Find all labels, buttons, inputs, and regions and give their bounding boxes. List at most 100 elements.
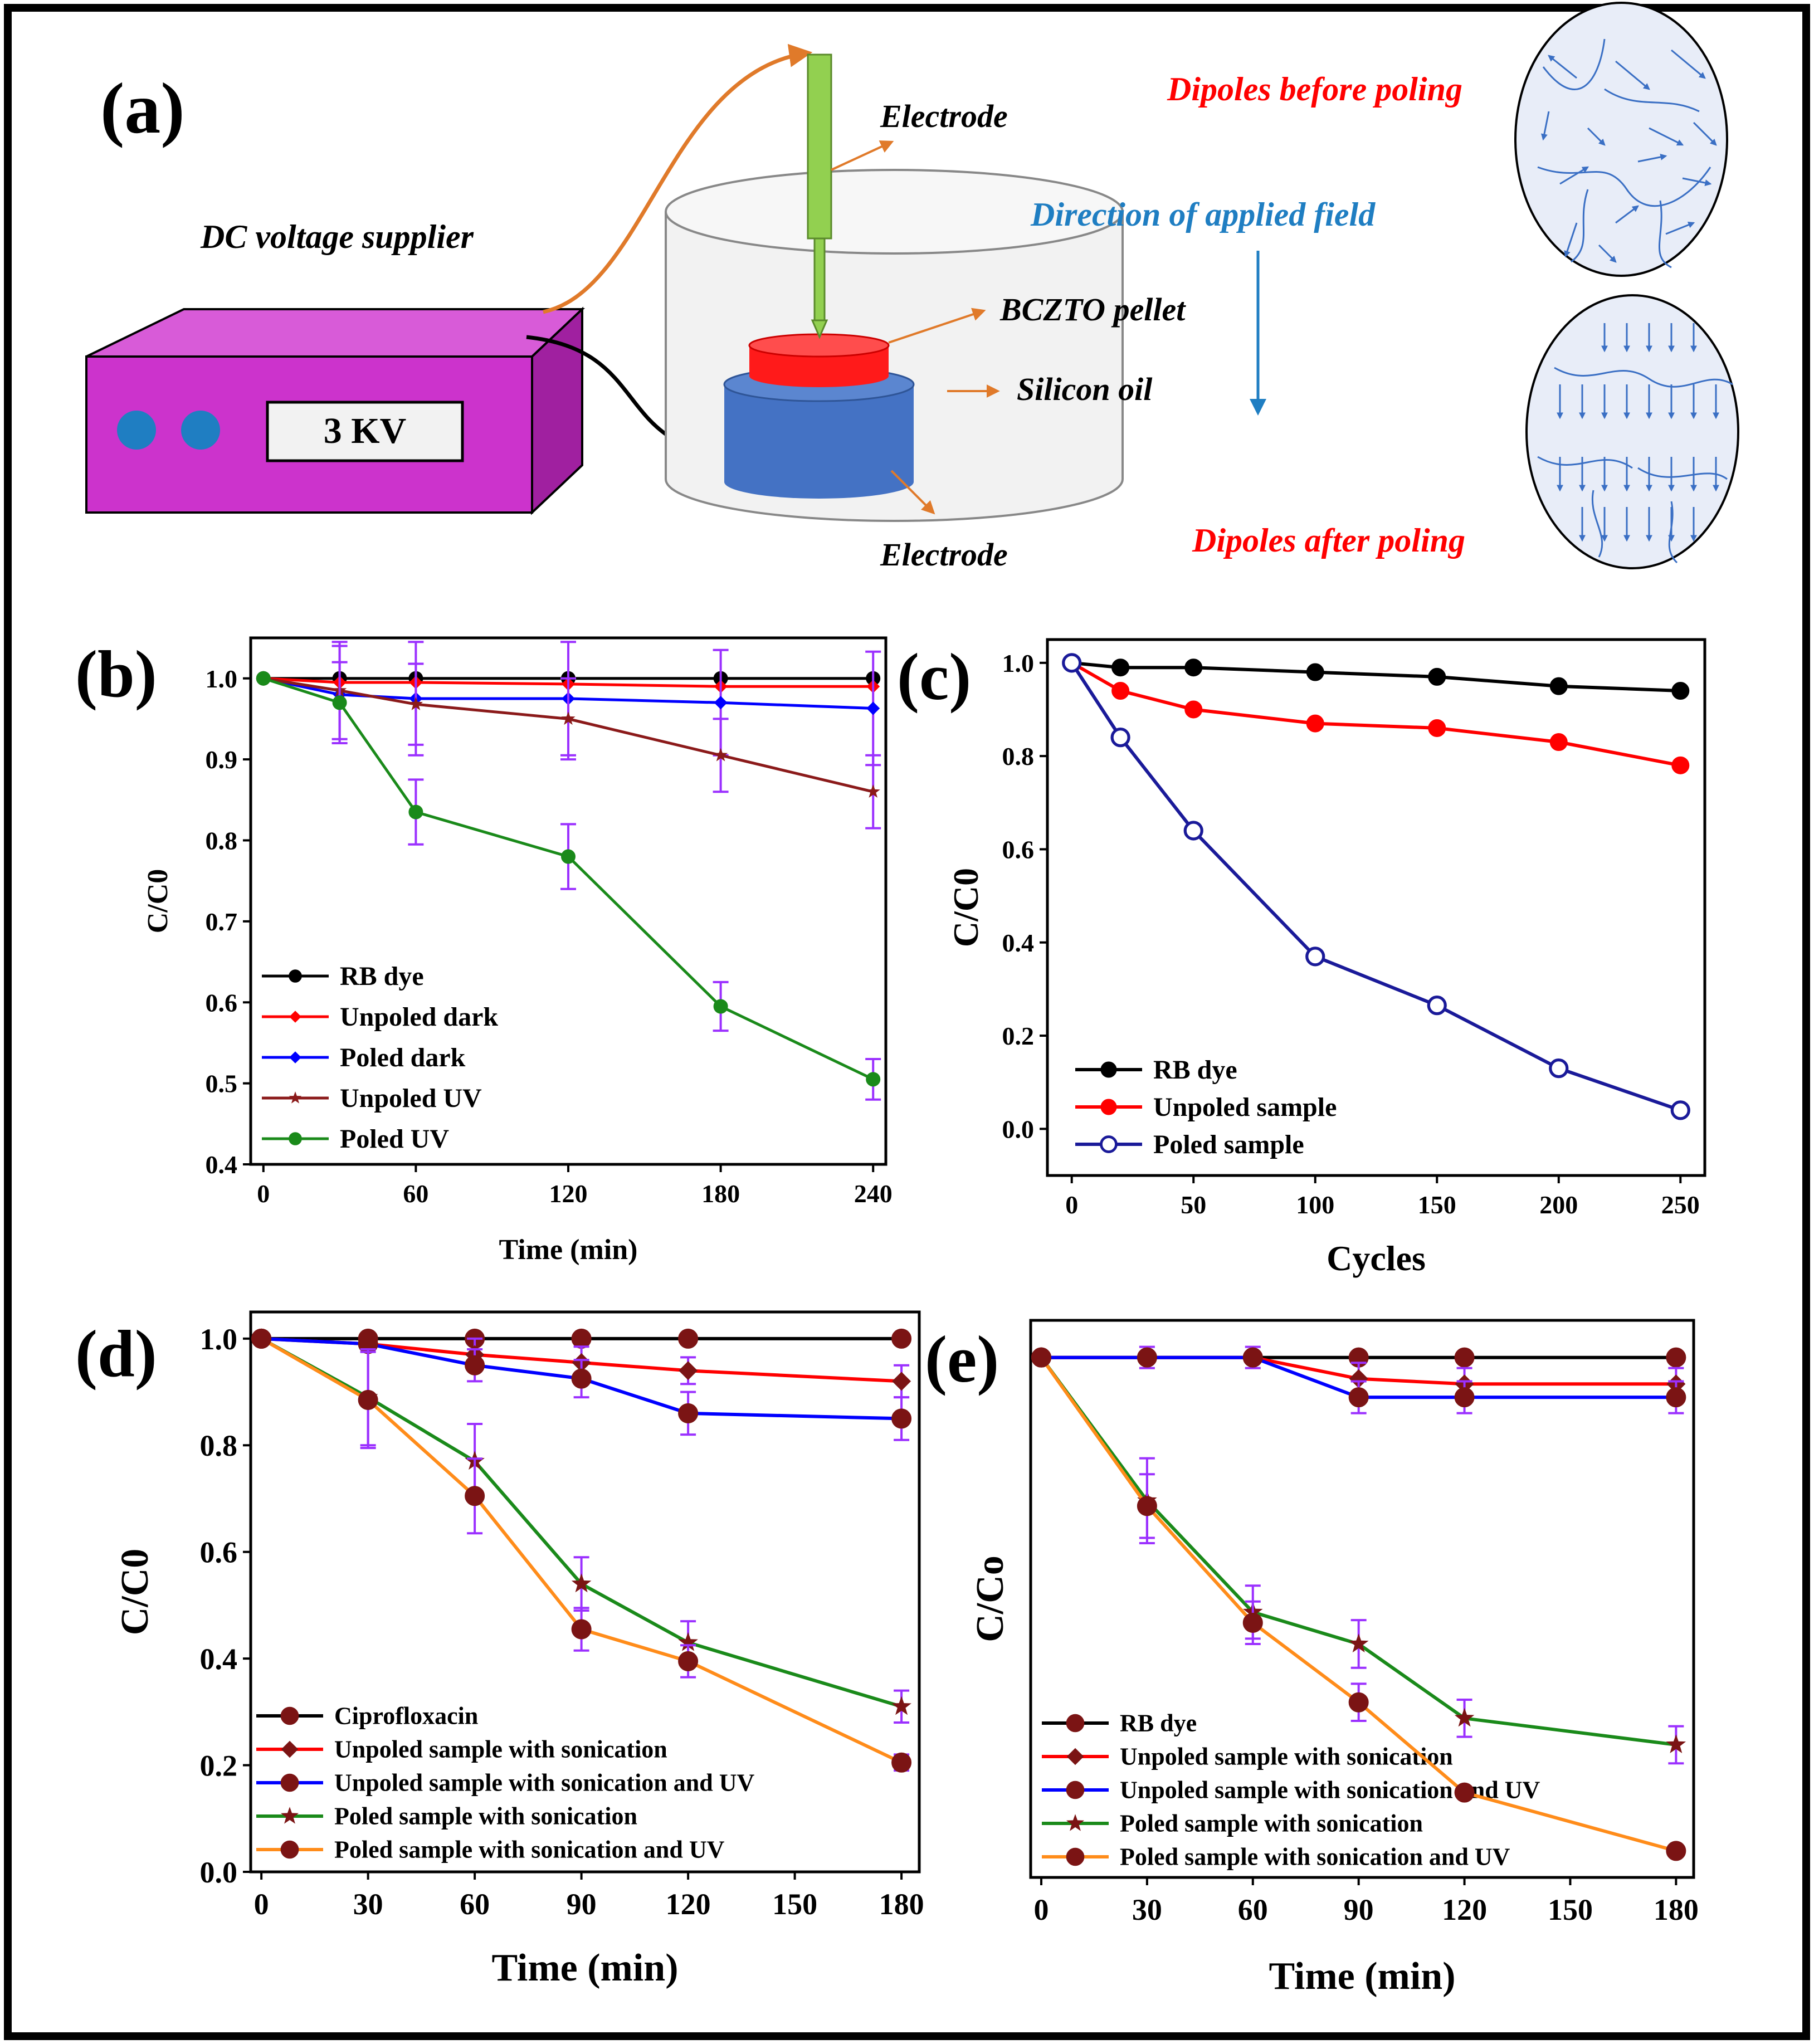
- series-unpoled-sample-with-sonication-and-uv: [251, 1328, 912, 1441]
- data-point: [1666, 1347, 1686, 1368]
- legend-label: Poled UV: [340, 1124, 449, 1154]
- dipole-arrow-before: [1671, 49, 1706, 79]
- data-point: [1066, 1714, 1085, 1733]
- data-point: [891, 1408, 912, 1429]
- legend-label: Unpoled dark: [340, 1002, 498, 1032]
- top-electrode: [807, 53, 832, 240]
- data-point: [866, 1072, 881, 1087]
- data-point: [280, 1706, 299, 1725]
- panel-label: (c): [897, 640, 971, 714]
- x-tick-label: 200: [1539, 1191, 1578, 1219]
- cylinder-top: [665, 169, 1124, 255]
- x-axis-label: Cycles: [1327, 1238, 1426, 1278]
- data-point: [892, 1372, 911, 1391]
- legend-label: Poled dark: [340, 1043, 466, 1072]
- x-tick-label: 0: [1065, 1191, 1078, 1219]
- data-point: [866, 701, 880, 715]
- data-point: [1305, 947, 1325, 967]
- y-tick-label: 1.0: [206, 665, 238, 693]
- panel-label: (b): [75, 637, 157, 711]
- dipole-arrow-before: [1598, 244, 1617, 263]
- wire-top: [543, 43, 813, 314]
- data-point: [678, 1403, 699, 1423]
- data-point: [714, 748, 728, 762]
- y-tick-label: 0.8: [200, 1429, 238, 1462]
- data-point: [1184, 658, 1203, 677]
- electrode-bottom-label: Electrode: [880, 536, 1008, 573]
- plot-area: [1046, 638, 1706, 1177]
- data-point: [1111, 682, 1130, 700]
- legend-label: Unpoled sample with sonication: [334, 1736, 667, 1763]
- y-tick-label: 0.8: [1002, 742, 1035, 770]
- data-point: [1066, 1847, 1085, 1866]
- data-point: [280, 1773, 299, 1792]
- legend-label: Unpoled sample with sonication and UV: [334, 1769, 754, 1797]
- dipole-arrow-before: [1637, 153, 1667, 163]
- dipole-arrow-before: [1559, 166, 1589, 185]
- series-line: [260, 1337, 902, 1709]
- legend-label: Poled sample with sonication and UV: [334, 1836, 725, 1863]
- y-tick-label: 0.8: [206, 827, 238, 855]
- x-tick-label: 30: [1132, 1893, 1162, 1926]
- data-point: [891, 1328, 912, 1349]
- x-tick-label: 180: [701, 1179, 740, 1208]
- data-point: [571, 1573, 592, 1593]
- y-tick-label: 0.9: [206, 745, 238, 774]
- data-point: [289, 1011, 301, 1023]
- y-axis-label: C/C0: [142, 869, 174, 934]
- data-point: [1428, 667, 1446, 686]
- x-tick-label: 120: [1442, 1893, 1487, 1926]
- x-axis-label: Time (min): [499, 1234, 638, 1266]
- panel-a: (a) 3 KV DC voltage supplier: [85, 2, 1739, 573]
- dipole-arrow-before: [1564, 222, 1578, 258]
- y-tick-label: 1.0: [200, 1323, 238, 1356]
- data-point: [571, 1619, 592, 1640]
- legend-label: Poled sample with sonication and UV: [1120, 1843, 1510, 1871]
- legend-label: Unpoled sample: [1153, 1092, 1337, 1122]
- x-tick-label: 90: [1344, 1893, 1374, 1926]
- data-point: [1349, 1369, 1368, 1388]
- data-point: [1671, 756, 1690, 774]
- y-tick-label: 0.4: [1002, 929, 1035, 957]
- x-tick-label: 180: [1654, 1893, 1699, 1926]
- x-tick-label: 150: [1548, 1893, 1593, 1926]
- series-poled-sample: [1062, 653, 1690, 1120]
- series-line: [263, 677, 874, 688]
- dipole-arrow-before: [1693, 121, 1717, 146]
- supplier-knob-2[interactable]: [181, 411, 220, 450]
- data-point: [408, 804, 423, 819]
- data-point: [1454, 1782, 1475, 1803]
- data-point: [1111, 658, 1130, 677]
- data-point: [289, 1091, 302, 1104]
- voltage-display-text: 3 KV: [324, 411, 407, 451]
- x-tick-label: 30: [353, 1887, 383, 1921]
- legend-label: Unpoled sample with sonication and UV: [1120, 1777, 1540, 1804]
- y-axis-label: C/C0: [946, 868, 986, 947]
- x-tick-label: 100: [1296, 1191, 1334, 1219]
- data-point: [1137, 1496, 1157, 1516]
- data-point: [289, 1132, 302, 1145]
- x-axis-label: Time (min): [491, 1947, 678, 1989]
- supplier-knob-1[interactable]: [117, 411, 156, 450]
- data-point: [1549, 677, 1568, 695]
- dipole-arrow-before: [1548, 55, 1577, 79]
- y-tick-label: 0.4: [206, 1150, 238, 1179]
- data-point: [891, 1752, 912, 1773]
- before-poling-label: Dipoles before poling: [1167, 71, 1462, 108]
- data-point: [1100, 1135, 1118, 1153]
- series-line: [263, 677, 874, 710]
- data-point: [891, 1696, 911, 1715]
- series-line: [1040, 1356, 1677, 1853]
- data-point: [281, 1807, 299, 1824]
- data-point: [679, 1361, 698, 1380]
- series-line: [1041, 1355, 1676, 1399]
- dipole-arrow-before: [1682, 177, 1712, 187]
- x-tick-label: 0: [1033, 1893, 1049, 1926]
- data-point: [1184, 700, 1203, 719]
- data-point: [408, 697, 423, 710]
- data-point: [1454, 1708, 1475, 1727]
- data-point: [251, 1328, 272, 1349]
